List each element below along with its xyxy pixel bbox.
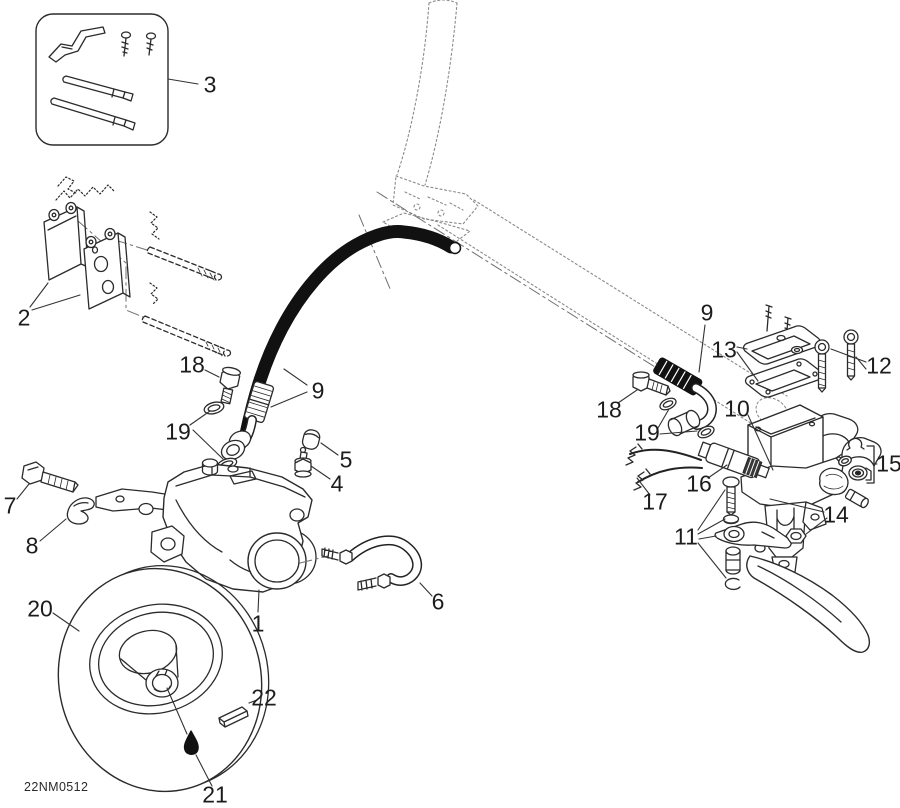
brake-light-switch [697,441,770,479]
callout-22: 22 [251,684,277,711]
reservoir-cover [742,325,821,365]
parts-kit-box [35,13,169,146]
disc-hub [118,629,179,698]
callout-2: 2 [17,304,31,331]
clamp-bolts [814,329,859,393]
callout-10: 10 [724,395,750,422]
callout-11: 11 [674,523,698,550]
callout-18-right: 18 [596,396,622,423]
callout-6: 6 [431,588,445,615]
hose-end-nut [220,430,252,461]
callout-9-right: 9 [700,299,714,326]
caliper-bolt [21,461,79,493]
callout-5: 5 [339,446,353,473]
callout-14: 14 [823,501,849,528]
pivot-nut [785,528,807,544]
callout-18-left: 18 [179,351,205,378]
callout-16: 16 [686,470,712,497]
callout-19-left: 19 [165,418,191,445]
pad-pin-upper [146,246,223,281]
pad-pin-lower [141,315,232,357]
callout-20: 20 [27,595,53,622]
callout-12: 12 [866,352,892,379]
lever-boot-and-pin [818,467,869,509]
bleeder-cap [301,429,321,450]
reservoir-gasket [744,358,823,398]
brake-caliper [95,458,329,593]
woodruff-key [218,706,249,728]
callout-13: 13 [711,336,737,363]
oil-drop-icon [183,730,199,756]
callout-4: 4 [330,470,344,497]
callout-17: 17 [642,488,668,515]
callout-21: 21 [202,781,228,808]
kit-screws [120,31,157,57]
leader-lines [16,78,878,787]
bleeder-valve [294,446,312,478]
lever-pivot-parts [714,476,792,591]
callout-8: 8 [25,532,39,559]
kit-pins [50,75,136,131]
crossover-pipe [321,535,422,591]
caliper-piston-bore [247,532,307,590]
sealing-washers-right [659,397,715,439]
callout-19-right: 19 [634,419,660,446]
brake-pads-and-pins [43,176,232,357]
hose-end-right [653,357,717,430]
callout-9-left: 9 [311,377,325,404]
banjo-bolt-left [219,366,242,405]
steering-column-phantom [358,0,789,428]
banjo-bolt-right [632,371,671,396]
kit-lever [48,26,106,63]
diagram-code: 22NM0512 [24,780,89,794]
callout-3: 3 [203,71,217,98]
retaining-clip [66,497,95,525]
brake-disc [57,564,270,793]
callout-1: 1 [251,610,265,637]
callout-15: 15 [876,450,900,477]
brake-hose-main [216,225,462,471]
callout-7: 7 [3,492,17,519]
brake-lever [746,555,871,654]
